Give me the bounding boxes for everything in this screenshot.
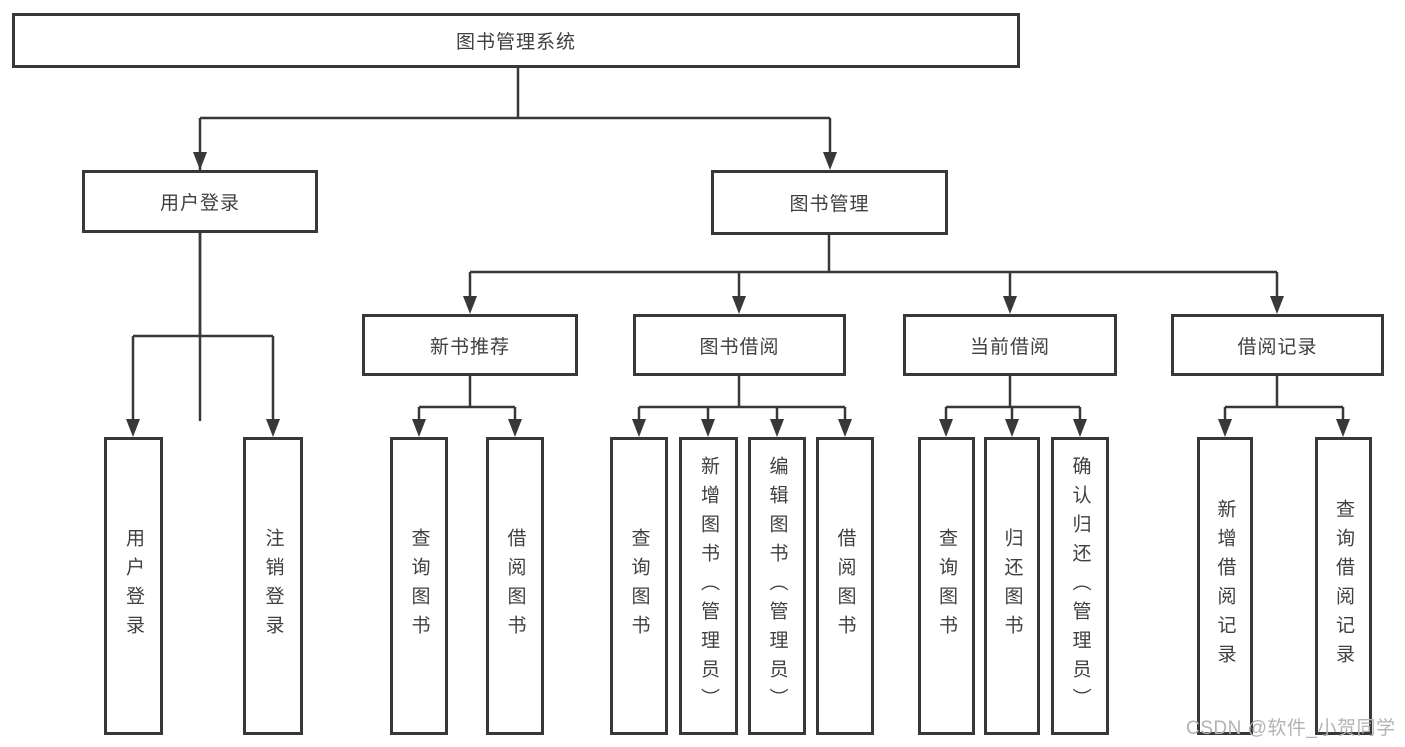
edge-book-borrow-to-leaves	[632, 376, 852, 437]
node-root: 图书管理系统	[12, 13, 1020, 68]
leaf-query-borrow-record: 查询借阅记录	[1315, 437, 1372, 735]
leaf-current-query: 查询图书	[918, 437, 975, 735]
node-book-management: 图书管理	[711, 170, 948, 235]
leaf-user-login-label: 用户登录	[123, 528, 144, 644]
leaf-edit-book-admin-label: 编辑图书（管理员）	[766, 455, 788, 717]
leaf-borrow-query-label: 查询图书	[628, 528, 650, 644]
edge-book-mgmt-to-level3	[463, 235, 1284, 314]
node-current-borrow: 当前借阅	[903, 314, 1117, 376]
leaf-current-query-label: 查询图书	[936, 528, 957, 644]
node-new-book-recommend: 新书推荐	[362, 314, 578, 376]
leaf-newbook-borrow: 借阅图书	[486, 437, 544, 735]
node-borrow-records: 借阅记录	[1171, 314, 1384, 376]
leaf-user-login: 用户登录	[104, 437, 163, 735]
leaf-query-borrow-record-label: 查询借阅记录	[1333, 499, 1354, 673]
node-book-borrow: 图书借阅	[633, 314, 846, 376]
leaf-borrow-book-label: 借阅图书	[834, 528, 856, 644]
leaf-newbook-query: 查询图书	[390, 437, 448, 735]
csdn-watermark: CSDN @软件_小贺同学	[1186, 718, 1396, 739]
node-user-login-label: 用户登录	[159, 193, 240, 214]
node-root-label: 图书管理系统	[455, 32, 576, 53]
leaf-edit-book-admin: 编辑图书（管理员）	[748, 437, 806, 735]
node-user-login: 用户登录	[82, 170, 318, 233]
leaf-confirm-return-admin: 确认归还（管理员）	[1051, 437, 1109, 735]
leaf-newbook-borrow-label: 借阅图书	[504, 528, 526, 644]
edge-new-book-to-leaves	[412, 376, 522, 437]
edge-current-borrow-to-leaves	[939, 376, 1087, 437]
leaf-add-book-admin-label: 新增图书（管理员）	[698, 455, 719, 717]
node-borrow-records-label: 借阅记录	[1237, 336, 1318, 358]
leaf-borrow-query: 查询图书	[610, 437, 668, 735]
node-new-book-recommend-label: 新书推荐	[429, 336, 510, 358]
node-book-borrow-label: 图书借阅	[699, 336, 780, 358]
leaf-return-book: 归还图书	[984, 437, 1040, 735]
edge-user-login-to-leaves	[126, 334, 280, 437]
node-book-management-label: 图书管理	[789, 194, 870, 215]
leaf-add-borrow-record: 新增借阅记录	[1197, 437, 1253, 735]
node-current-borrow-label: 当前借阅	[969, 336, 1050, 358]
leaf-add-book-admin: 新增图书（管理员）	[679, 437, 738, 735]
leaf-newbook-query-label: 查询图书	[408, 528, 430, 644]
leaf-add-borrow-record-label: 新增借阅记录	[1214, 499, 1236, 673]
edge-borrow-records-to-leaves	[1218, 376, 1350, 437]
leaf-logout: 注销登录	[243, 437, 303, 735]
leaf-confirm-return-admin-label: 确认归还（管理员）	[1069, 455, 1091, 717]
leaf-return-book-label: 归还图书	[1001, 528, 1023, 644]
leaf-borrow-book: 借阅图书	[816, 437, 874, 735]
leaf-logout-label: 注销登录	[262, 528, 284, 644]
